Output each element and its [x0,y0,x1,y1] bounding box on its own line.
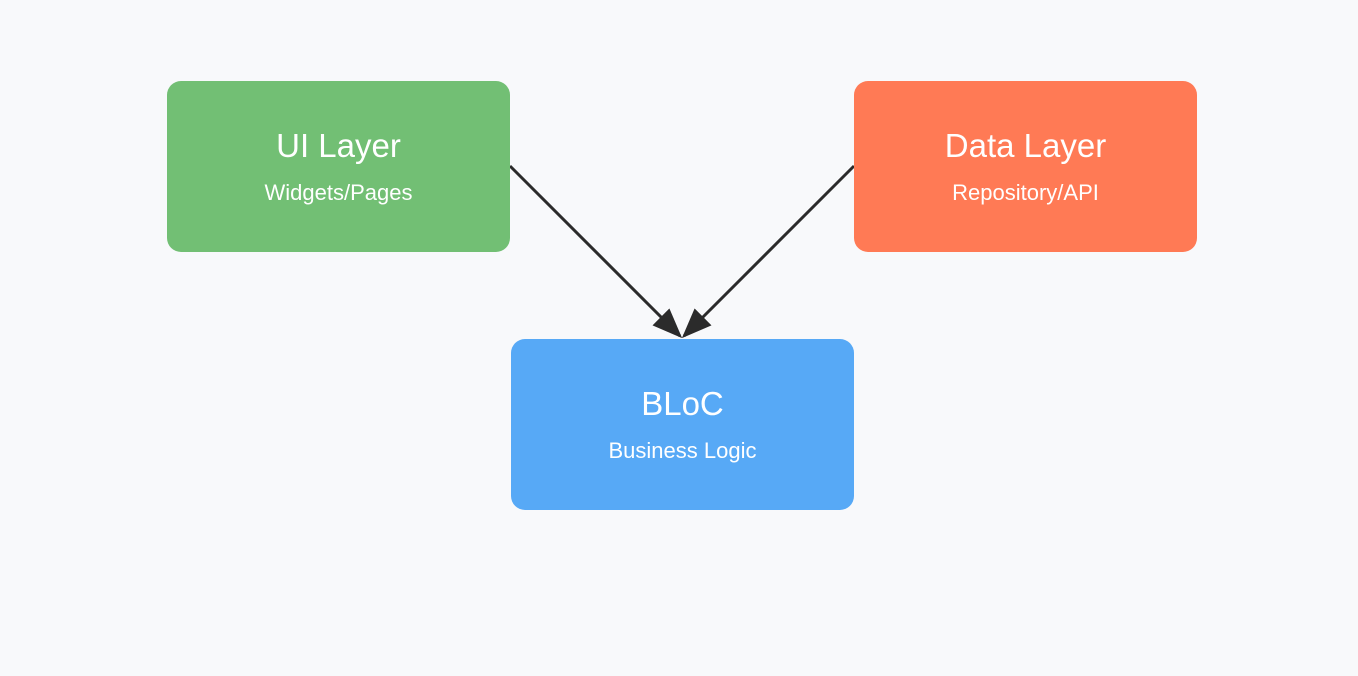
node-ui-layer-title: UI Layer [276,127,401,164]
node-ui-layer[interactable]: UI Layer Widgets/Pages [167,81,510,252]
node-bloc-subtitle: Business Logic [608,438,757,463]
edge-data-to-bloc [681,164,856,339]
node-bloc[interactable]: BLoC Business Logic [511,339,854,510]
node-data-layer-subtitle: Repository/API [952,180,1099,205]
node-data-layer-title: Data Layer [944,127,1107,164]
node-ui-layer-subtitle: Widgets/Pages [264,180,413,205]
node-bloc-title: BLoC [641,385,724,422]
node-data-layer[interactable]: Data Layer Repository/API [854,81,1197,252]
edge-ui-to-bloc [508,164,683,339]
